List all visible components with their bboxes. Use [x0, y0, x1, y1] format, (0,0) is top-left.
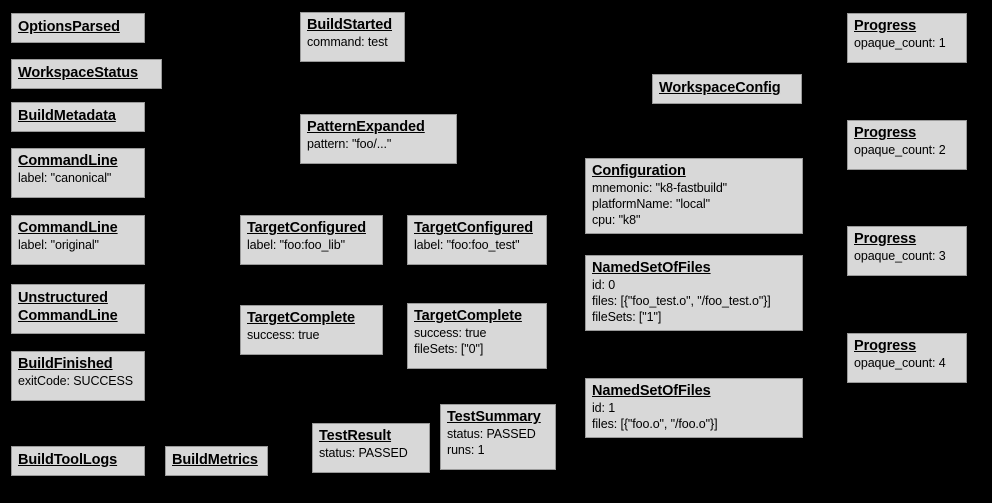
- event-node-title: Progress: [854, 338, 917, 354]
- event-node-progress-1[interactable]: Progress opaque_count: 1: [847, 13, 967, 63]
- event-node-named-set-of-files-1[interactable]: NamedSetOfFiles id: 1 files: [{"foo.o", "/…: [585, 378, 803, 438]
- event-node-pattern-expanded[interactable]: PatternExpanded pattern: "foo/...": [300, 114, 457, 164]
- event-node-title: CommandLine: [18, 220, 118, 236]
- event-node-field: status: PASSED: [319, 446, 408, 460]
- event-node-target-configured-foo-lib[interactable]: TargetConfigured label: "foo:foo_lib": [240, 215, 383, 265]
- event-node-title: TestSummary: [447, 409, 541, 425]
- event-node-field: opaque_count: 4: [854, 356, 946, 370]
- event-node-build-metrics[interactable]: BuildMetrics: [165, 446, 268, 476]
- event-node-title: Configuration: [592, 163, 686, 179]
- event-node-title: WorkspaceStatus: [18, 65, 138, 81]
- event-node-title: WorkspaceConfig: [659, 80, 781, 96]
- event-node-unstructured-command-line[interactable]: Unstructured CommandLine: [11, 284, 145, 334]
- event-node-title: TargetConfigured: [414, 220, 533, 236]
- event-node-field: fileSets: ["1"]: [592, 310, 662, 324]
- event-node-title: TargetConfigured: [247, 220, 366, 236]
- event-node-progress-4[interactable]: Progress opaque_count: 4: [847, 333, 967, 383]
- event-node-title: Progress: [854, 231, 917, 247]
- event-node-title: Progress: [854, 18, 917, 34]
- event-node-title: BuildFinished: [18, 356, 113, 372]
- event-node-title: TargetComplete: [414, 308, 522, 324]
- event-node-options-parsed[interactable]: OptionsParsed: [11, 13, 145, 43]
- event-node-build-finished[interactable]: BuildFinished exitCode: SUCCESS: [11, 351, 145, 401]
- event-node-title: BuildToolLogs: [18, 452, 118, 468]
- event-node-field: id: 0: [592, 278, 616, 292]
- event-node-field: id: 1: [592, 401, 616, 415]
- event-node-field: mnemonic: "k8-fastbuild": [592, 181, 728, 195]
- event-node-build-tool-logs[interactable]: BuildToolLogs: [11, 446, 145, 476]
- event-node-field: runs: 1: [447, 443, 485, 457]
- event-node-target-configured-foo-test[interactable]: TargetConfigured label: "foo:foo_test": [407, 215, 547, 265]
- event-node-field: opaque_count: 2: [854, 143, 946, 157]
- event-node-field: opaque_count: 3: [854, 249, 946, 263]
- event-node-title: PatternExpanded: [307, 119, 425, 135]
- event-node-build-started[interactable]: BuildStarted command: test: [300, 12, 405, 62]
- event-node-title: NamedSetOfFiles: [592, 260, 711, 276]
- event-node-build-metadata[interactable]: BuildMetadata: [11, 102, 145, 132]
- event-node-field: command: test: [307, 35, 388, 49]
- event-node-title: TargetComplete: [247, 310, 355, 326]
- event-node-field: files: [{"foo_test.o", "/foo_test.o"}]: [592, 294, 771, 308]
- event-node-field: opaque_count: 1: [854, 36, 946, 50]
- event-node-field: cpu: "k8": [592, 213, 641, 227]
- event-node-field: platformName: "local": [592, 197, 710, 211]
- event-node-title: BuildMetrics: [172, 452, 258, 468]
- event-node-field: files: [{"foo.o", "/foo.o"}]: [592, 417, 718, 431]
- event-node-command-line-original[interactable]: CommandLine label: "original": [11, 215, 145, 265]
- event-node-title: Progress: [854, 125, 917, 141]
- event-node-title: Unstructured CommandLine: [18, 290, 118, 324]
- event-node-progress-3[interactable]: Progress opaque_count: 3: [847, 226, 967, 276]
- event-node-named-set-of-files-0[interactable]: NamedSetOfFiles id: 0 files: [{"foo_test.o…: [585, 255, 803, 331]
- event-node-field: status: PASSED: [447, 427, 536, 441]
- event-node-target-complete-test[interactable]: TargetComplete success: true fileSets: ["0…: [407, 303, 547, 369]
- event-node-field: label: "foo:foo_lib": [247, 238, 345, 252]
- event-node-title: TestResult: [319, 428, 392, 444]
- event-node-workspace-status[interactable]: WorkspaceStatus: [11, 59, 162, 89]
- event-node-target-complete-lib[interactable]: TargetComplete success: true: [240, 305, 383, 355]
- event-node-title: BuildMetadata: [18, 108, 116, 124]
- event-node-command-line-canonical[interactable]: CommandLine label: "canonical": [11, 148, 145, 198]
- event-node-field: label: "original": [18, 238, 99, 252]
- event-node-field: label: "canonical": [18, 171, 112, 185]
- event-node-field: label: "foo:foo_test": [414, 238, 520, 252]
- event-node-field: pattern: "foo/...": [307, 137, 392, 151]
- event-node-field: exitCode: SUCCESS: [18, 374, 134, 388]
- event-node-test-result[interactable]: TestResult status: PASSED: [312, 423, 430, 473]
- event-node-field: fileSets: ["0"]: [414, 342, 484, 356]
- event-node-title: CommandLine: [18, 153, 118, 169]
- event-node-title: OptionsParsed: [18, 19, 120, 35]
- event-node-field: success: true: [414, 326, 487, 340]
- event-node-configuration[interactable]: Configuration mnemonic: "k8-fastbuild" pla…: [585, 158, 803, 234]
- event-node-progress-2[interactable]: Progress opaque_count: 2: [847, 120, 967, 170]
- event-node-title: BuildStarted: [307, 17, 393, 33]
- event-node-field: success: true: [247, 328, 320, 342]
- event-node-title: NamedSetOfFiles: [592, 383, 711, 399]
- event-node-workspace-config[interactable]: WorkspaceConfig: [652, 74, 802, 104]
- event-node-test-summary[interactable]: TestSummary status: PASSED runs: 1: [440, 404, 556, 470]
